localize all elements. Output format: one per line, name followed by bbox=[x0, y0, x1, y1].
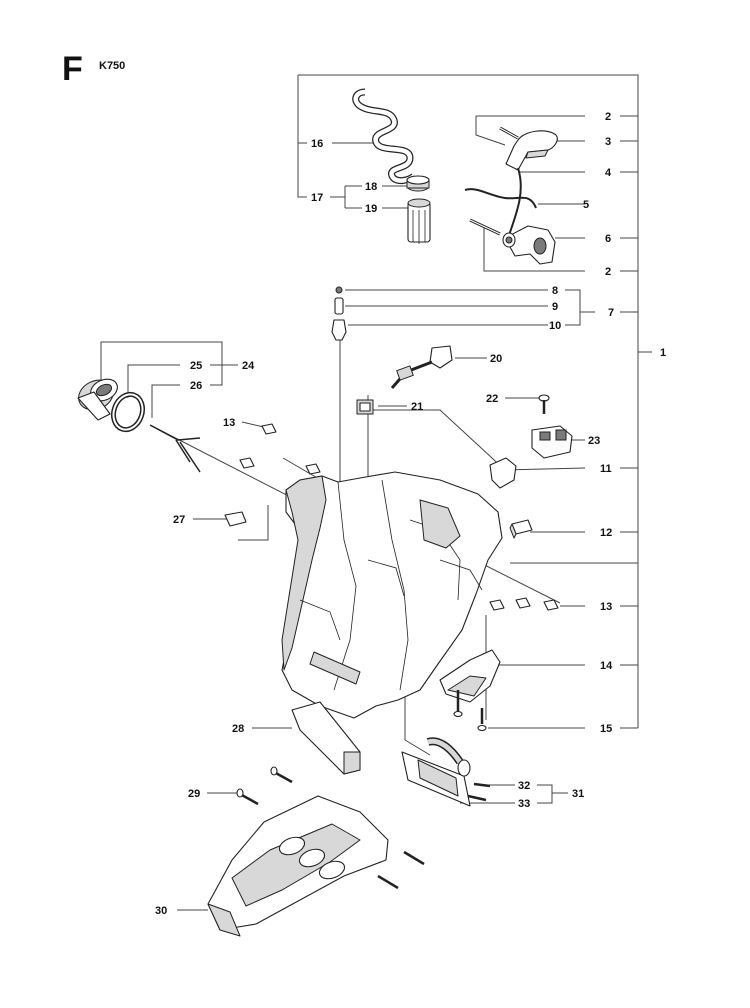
filter-cap-part bbox=[406, 175, 430, 192]
washers-part-13 bbox=[239, 423, 559, 611]
callout-11: 11 bbox=[600, 463, 612, 475]
callout-12: 12 bbox=[600, 527, 612, 539]
callout-28: 28 bbox=[232, 723, 244, 735]
throttle-rod-part bbox=[507, 167, 522, 239]
callout-30: 30 bbox=[155, 905, 167, 917]
throttle-trigger-part bbox=[505, 130, 558, 171]
clip-part-12 bbox=[509, 519, 533, 539]
callout-31: 31 bbox=[572, 788, 584, 800]
damper-part bbox=[401, 737, 491, 807]
handle-cover-part bbox=[439, 649, 501, 703]
callout-22: 22 bbox=[486, 393, 498, 405]
callout-27: 27 bbox=[173, 514, 185, 526]
fuel-filter-part bbox=[407, 198, 431, 244]
air-guide-part bbox=[291, 701, 361, 775]
callout-26: 26 bbox=[190, 380, 202, 392]
leader-lines bbox=[100, 74, 652, 911]
wire-clamp-part bbox=[149, 424, 201, 473]
crankcase-part bbox=[281, 471, 503, 719]
bottom-guard-part bbox=[207, 795, 389, 937]
callout-labels: 1 2 3 4 5 6 2 7 8 9 10 11 12 13 13 14 15… bbox=[155, 111, 666, 917]
callout-3: 3 bbox=[605, 136, 611, 148]
callout-20: 20 bbox=[490, 353, 502, 365]
callout-6: 6 bbox=[605, 233, 611, 245]
callout-14: 14 bbox=[600, 660, 613, 672]
callout-2-bottom: 2 bbox=[605, 266, 611, 278]
model-name: K750 bbox=[99, 60, 126, 72]
throttle-lock-part bbox=[502, 225, 556, 265]
callout-18: 18 bbox=[365, 181, 377, 193]
callout-5: 5 bbox=[583, 199, 589, 211]
callout-2-top: 2 bbox=[605, 111, 611, 123]
callout-13-right: 13 bbox=[600, 601, 612, 613]
callout-19: 19 bbox=[365, 203, 377, 215]
clip-part-27 bbox=[224, 511, 247, 527]
callout-8: 8 bbox=[552, 285, 558, 297]
pin-part-top bbox=[499, 126, 519, 140]
callout-1: 1 bbox=[660, 347, 666, 359]
spring-wire-part bbox=[464, 188, 537, 209]
callout-7: 7 bbox=[608, 307, 614, 319]
callout-15: 15 bbox=[600, 723, 612, 735]
clip-part-21 bbox=[356, 399, 374, 415]
callout-25: 25 bbox=[190, 360, 202, 372]
callout-13-left: 13 bbox=[223, 417, 235, 429]
callout-10: 10 bbox=[549, 320, 561, 332]
callout-17: 17 bbox=[311, 192, 323, 204]
switch-part-23 bbox=[531, 425, 573, 459]
intake-boot-part bbox=[77, 378, 118, 421]
callout-29: 29 bbox=[188, 788, 200, 800]
fuel-hose-part bbox=[352, 88, 417, 185]
callout-23: 23 bbox=[588, 435, 600, 447]
callout-4: 4 bbox=[605, 167, 612, 179]
bracket-part-11 bbox=[489, 457, 517, 489]
sheet-letter: F bbox=[62, 50, 83, 88]
callout-24: 24 bbox=[242, 360, 255, 372]
callout-21: 21 bbox=[411, 401, 423, 413]
valve-stack-part bbox=[331, 286, 347, 341]
sealing-ring-part bbox=[110, 391, 146, 433]
screws-part-29 bbox=[236, 766, 425, 890]
callout-32: 32 bbox=[518, 780, 530, 792]
callout-9: 9 bbox=[552, 301, 558, 313]
screw-part-22 bbox=[538, 394, 550, 414]
callout-33: 33 bbox=[518, 798, 530, 810]
pin-part-bottom bbox=[469, 218, 501, 236]
screws-part-15 bbox=[453, 690, 487, 732]
sensor-cable-part bbox=[390, 345, 453, 389]
callout-16: 16 bbox=[311, 138, 323, 150]
